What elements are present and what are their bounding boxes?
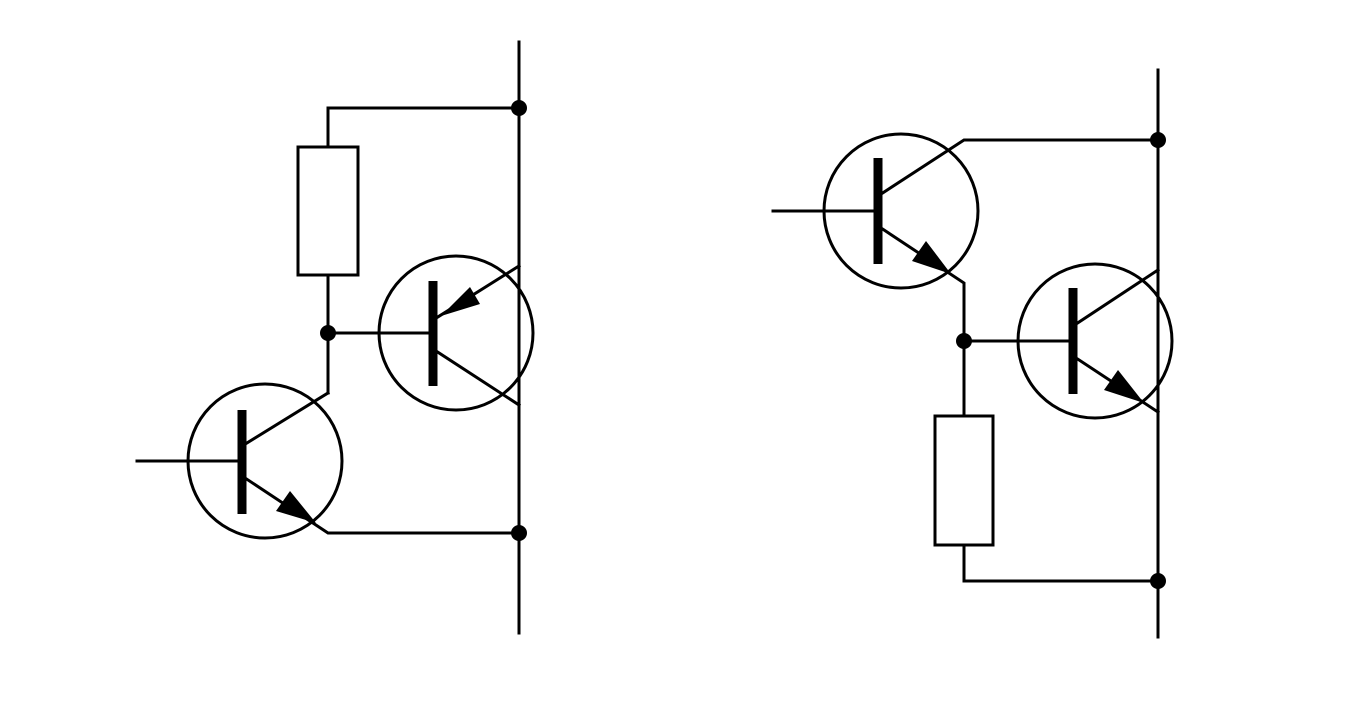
right-input-npn-transistor xyxy=(771,132,1160,418)
left-pnp-envelope xyxy=(377,254,535,412)
right-output-npn-transistor xyxy=(1016,262,1174,420)
left-junction-top xyxy=(511,100,527,116)
right-input-npn-emitter-arrow xyxy=(912,241,951,274)
right-output-npn-collector-lead xyxy=(1070,267,1161,329)
left-top-wire xyxy=(326,106,521,149)
right-junction-base xyxy=(956,333,972,349)
right-junction-bottom xyxy=(1150,573,1166,589)
left-pnp-collector-lead xyxy=(430,346,522,408)
left-npn-emitter-arrow xyxy=(276,491,316,523)
left-pnp-transistor xyxy=(377,254,535,412)
right-output-npn-envelope xyxy=(1016,262,1174,420)
right-resistor-bottom-wire xyxy=(962,543,1160,583)
right-resistor xyxy=(933,414,995,547)
right-output-npn-emitter-arrow xyxy=(1104,370,1144,403)
left-circuit xyxy=(135,40,535,635)
left-pnp-emitter-arrow xyxy=(441,287,480,316)
right-input-npn-collector-lead xyxy=(875,138,1160,199)
left-npn-emitter-lead xyxy=(239,473,521,535)
right-junction-top xyxy=(1150,132,1166,148)
left-npn-collector-lead xyxy=(239,390,331,449)
right-circuit xyxy=(771,68,1174,639)
left-resistor xyxy=(296,145,360,277)
left-junction-bottom xyxy=(511,525,527,541)
left-junction-base xyxy=(320,325,336,341)
left-npn-transistor xyxy=(135,382,521,540)
right-input-npn-emitter-lead xyxy=(875,223,966,418)
